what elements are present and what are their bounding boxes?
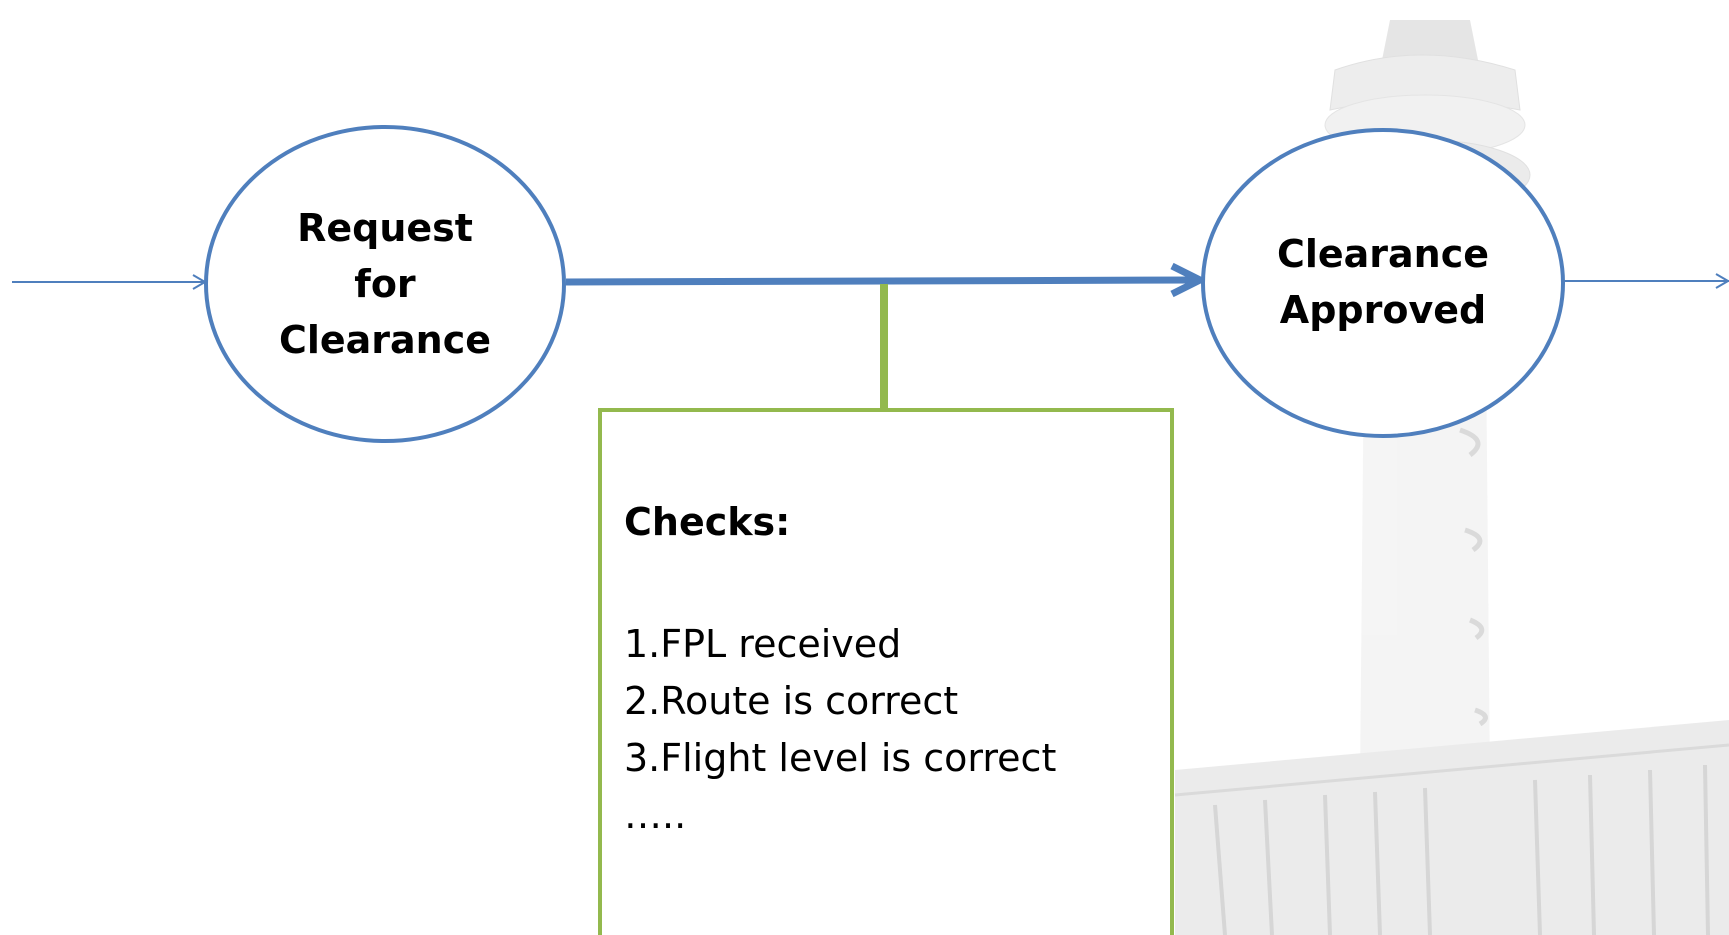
incoming-arrow — [12, 274, 207, 290]
check-item: 3.Flight level is correct — [624, 736, 1057, 780]
main-arrow — [565, 262, 1204, 298]
check-item: ….. — [624, 793, 687, 837]
approved-label-line-2: Approved — [1279, 288, 1487, 332]
approved-label-line-1: Clearance — [1276, 232, 1490, 276]
request-label-line-3: Clearance — [278, 318, 492, 362]
approved-node-label: Clearance Approved — [1263, 226, 1503, 338]
request-label-line-2: for — [354, 262, 416, 306]
request-node — [204, 125, 566, 443]
approved-node — [1201, 128, 1565, 438]
outgoing-arrow — [1564, 273, 1729, 289]
check-item: 2.Route is correct — [624, 679, 959, 723]
check-item: 1.FPL received — [624, 622, 902, 666]
checks-list: 1.FPL received 2.Route is correct 3.Flig… — [624, 616, 1056, 844]
request-label-line-1: Request — [297, 206, 473, 250]
checks-box — [598, 408, 1174, 935]
checks-title: Checks: — [624, 500, 791, 544]
request-node-label: Request for Clearance — [275, 200, 495, 368]
